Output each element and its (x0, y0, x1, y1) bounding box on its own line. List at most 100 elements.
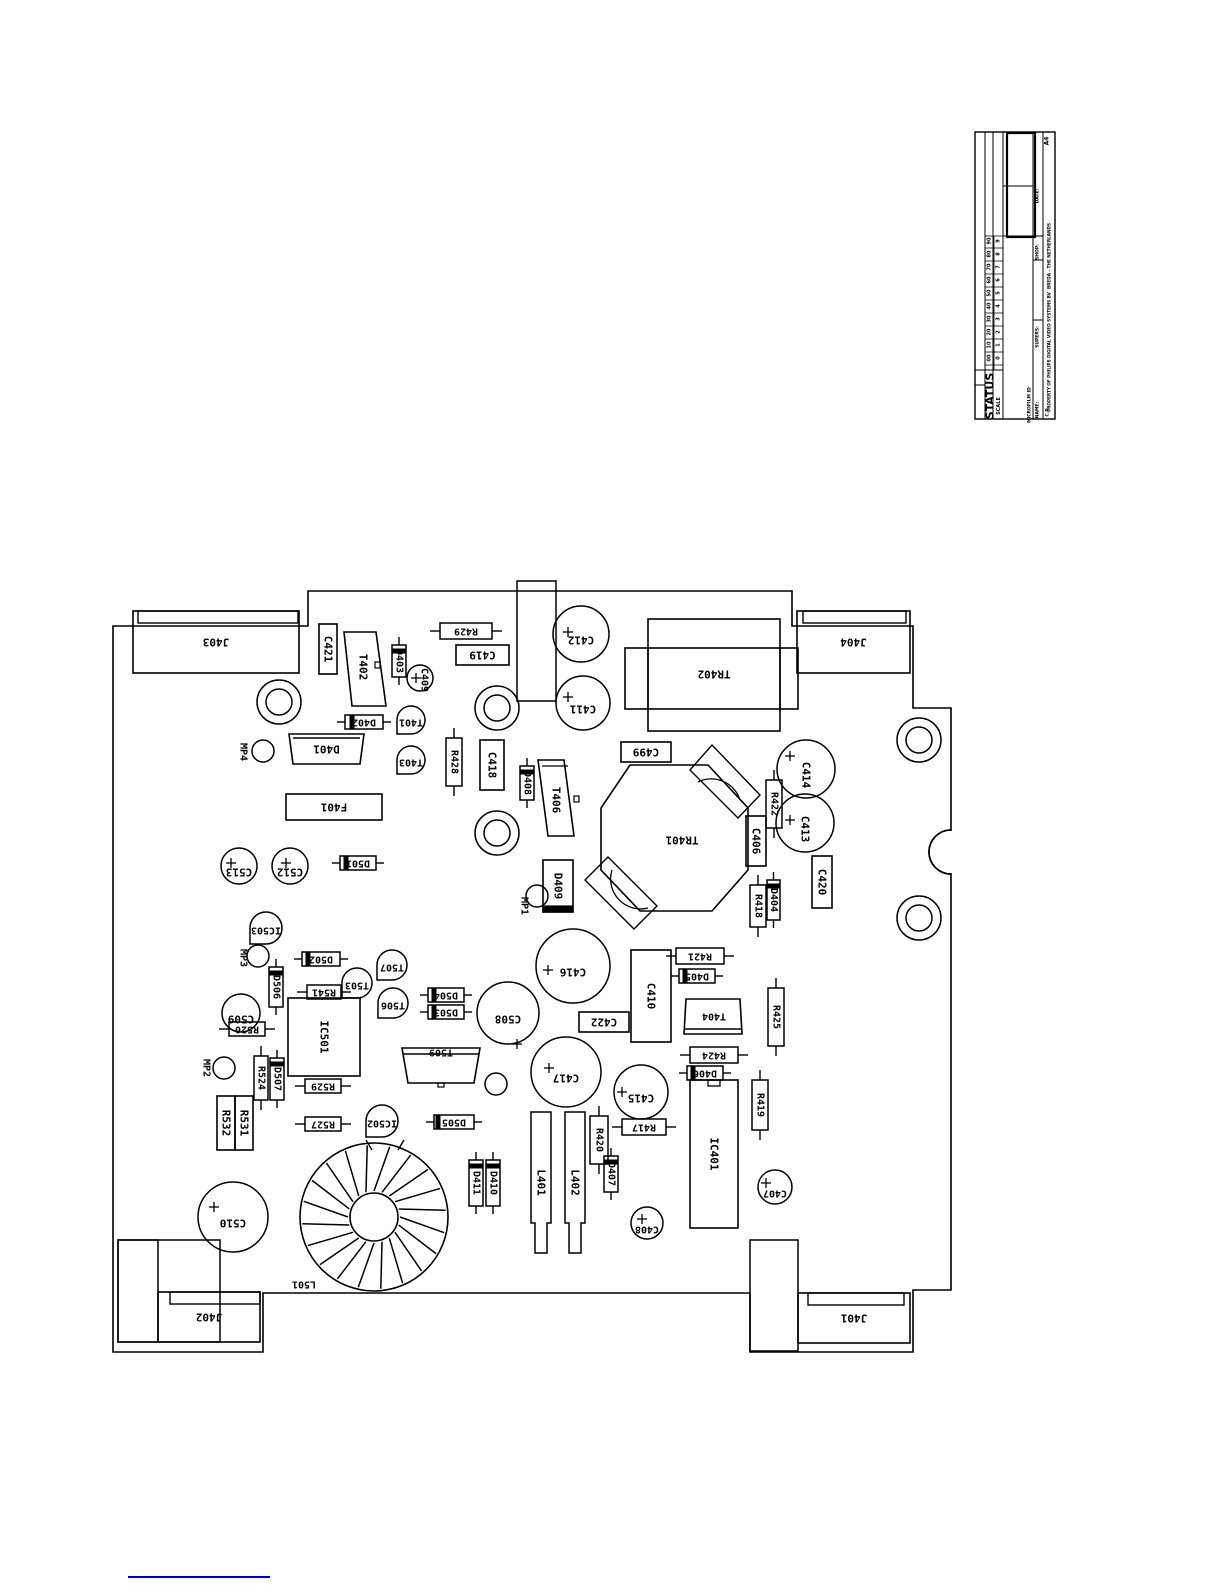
inductor-l501: L501 (292, 1139, 449, 1292)
transistor-t401: T401 (396, 705, 426, 735)
svg-text:7: 7 (996, 265, 1002, 269)
connector-j403: J403 (132, 610, 300, 674)
svg-text:C412: C412 (568, 634, 595, 647)
svg-text:C417: C417 (553, 1072, 580, 1085)
footer-link[interactable] (128, 1576, 270, 1578)
svg-text:J404: J404 (840, 636, 867, 649)
svg-text:9: 9 (996, 239, 1002, 243)
svg-text:IC401: IC401 (708, 1137, 721, 1170)
ic-t509: T509 (401, 1047, 481, 1088)
svg-text:C420: C420 (816, 869, 829, 896)
svg-text:DATE:: DATE: (1035, 188, 1041, 203)
svg-text:R419: R419 (755, 1093, 766, 1117)
diode-d402: D402 (337, 714, 391, 730)
svg-text:50: 50 (987, 289, 993, 296)
svg-text:T509: T509 (429, 1047, 453, 1058)
svg-text:J401: J401 (840, 1312, 867, 1325)
svg-text:1: 1 (996, 343, 1002, 347)
svg-text:STATUS: STATUS (984, 373, 997, 420)
connector-frame-left (117, 1239, 221, 1343)
svg-text:3: 3 (996, 317, 1002, 321)
svg-text:R428: R428 (449, 750, 460, 774)
svg-text:C409: C409 (419, 668, 430, 692)
svg-text:D505: D505 (442, 1117, 466, 1128)
mounting-hole-2 (474, 685, 520, 731)
svg-text:D409: D409 (552, 873, 565, 900)
svg-text:A4: A4 (1044, 137, 1051, 146)
svg-text:10: 10 (987, 341, 993, 348)
svg-text:C499: C499 (633, 746, 660, 759)
connector-j401: J401 (797, 1292, 911, 1344)
mounting-hole-5 (896, 895, 942, 941)
part-c410: C410 (630, 949, 672, 1043)
resistor-r428: R428 (445, 728, 463, 796)
resistor-r418: R418 (749, 875, 767, 937)
resistor-r417: R417 (612, 1118, 676, 1136)
svg-text:SCALE: SCALE (996, 397, 1002, 415)
svg-text:T401: T401 (399, 717, 423, 728)
transformer-tr402: TR402 (624, 618, 799, 732)
svg-text:D406: D406 (693, 1068, 717, 1079)
svg-text:T403: T403 (399, 757, 423, 768)
resistor-r529: R529 (295, 1078, 351, 1094)
resistor-r527: R527 (295, 1116, 351, 1132)
svg-text:SUPERS:: SUPERS: (1035, 326, 1041, 348)
svg-text:R420: R420 (594, 1128, 605, 1152)
svg-text:C416: C416 (559, 966, 586, 979)
transistor-t403: T403 (396, 745, 426, 775)
svg-text:C510: C510 (220, 1217, 247, 1230)
svg-text:T404: T404 (702, 1011, 726, 1022)
svg-text:D503: D503 (434, 1007, 458, 1018)
svg-text:C512: C512 (277, 866, 304, 879)
svg-text:R421: R421 (688, 951, 712, 962)
svg-text:T506: T506 (381, 1000, 405, 1011)
svg-text:C414: C414 (800, 762, 813, 789)
diode-d411: D411 (468, 1152, 484, 1214)
capacitor-c513: C513 (220, 847, 258, 885)
capacitor-c510: C510 (197, 1181, 269, 1253)
capacitor-c417: C417 (530, 1036, 602, 1108)
part-c499: C499 (620, 741, 672, 763)
svg-text:C408: C408 (635, 1224, 659, 1235)
capacitor-c411: C411 (555, 675, 611, 731)
resistor-r524: R524 (253, 1046, 269, 1110)
diode-d406: D406 (679, 1065, 731, 1081)
svg-text:C419: C419 (469, 649, 496, 662)
board-outline (112, 590, 953, 1353)
svg-text:R520: R520 (235, 1024, 259, 1035)
svg-text:40: 40 (987, 302, 993, 309)
resistor-r520: R520 (219, 1021, 275, 1037)
svg-text:D504: D504 (434, 990, 458, 1001)
svg-text:D401: D401 (313, 743, 340, 756)
diode-d408: D408 (519, 758, 535, 808)
part-c421: C421 (318, 623, 338, 675)
diode-d407: D407 (603, 1148, 619, 1200)
resistor-r425: R425 (767, 978, 785, 1056)
svg-text:T507: T507 (380, 962, 404, 973)
capacitor-c508: C508 (476, 981, 540, 1049)
test-point-mp3: MP3 (238, 944, 270, 968)
title-block-stamp-box (1005, 131, 1037, 239)
svg-text:TR401: TR401 (665, 834, 698, 847)
capacitor-c413: C413 (775, 793, 835, 853)
svg-text:C508: C508 (495, 1013, 522, 1026)
svg-text:60: 60 (987, 276, 993, 283)
svg-text:R532: R532 (220, 1110, 233, 1137)
svg-text:MP2: MP2 (201, 1059, 212, 1077)
svg-text:R429: R429 (454, 626, 478, 637)
svg-text:D411: D411 (471, 1171, 482, 1195)
transistor-t506: T506 (377, 987, 409, 1019)
transistor-t503: T503 (341, 967, 373, 999)
svg-text:PROPERTY OF PHILIPS DIGITAL VI: PROPERTY OF PHILIPS DIGITAL VIDEO SYSTEM… (1047, 291, 1052, 411)
capacitor-c408: C408 (630, 1206, 664, 1240)
svg-text:C410: C410 (645, 983, 658, 1010)
svg-text:R541: R541 (312, 987, 336, 998)
diode-d404: D404 (766, 872, 781, 928)
svg-text:D506: D506 (271, 975, 282, 999)
diode-d410: D410 (485, 1152, 501, 1214)
ic-ic401: IC401 (689, 1079, 739, 1229)
svg-text:L501: L501 (292, 1279, 316, 1290)
diode-d504: D504 (420, 987, 472, 1003)
transistor-t507: T507 (376, 949, 408, 981)
